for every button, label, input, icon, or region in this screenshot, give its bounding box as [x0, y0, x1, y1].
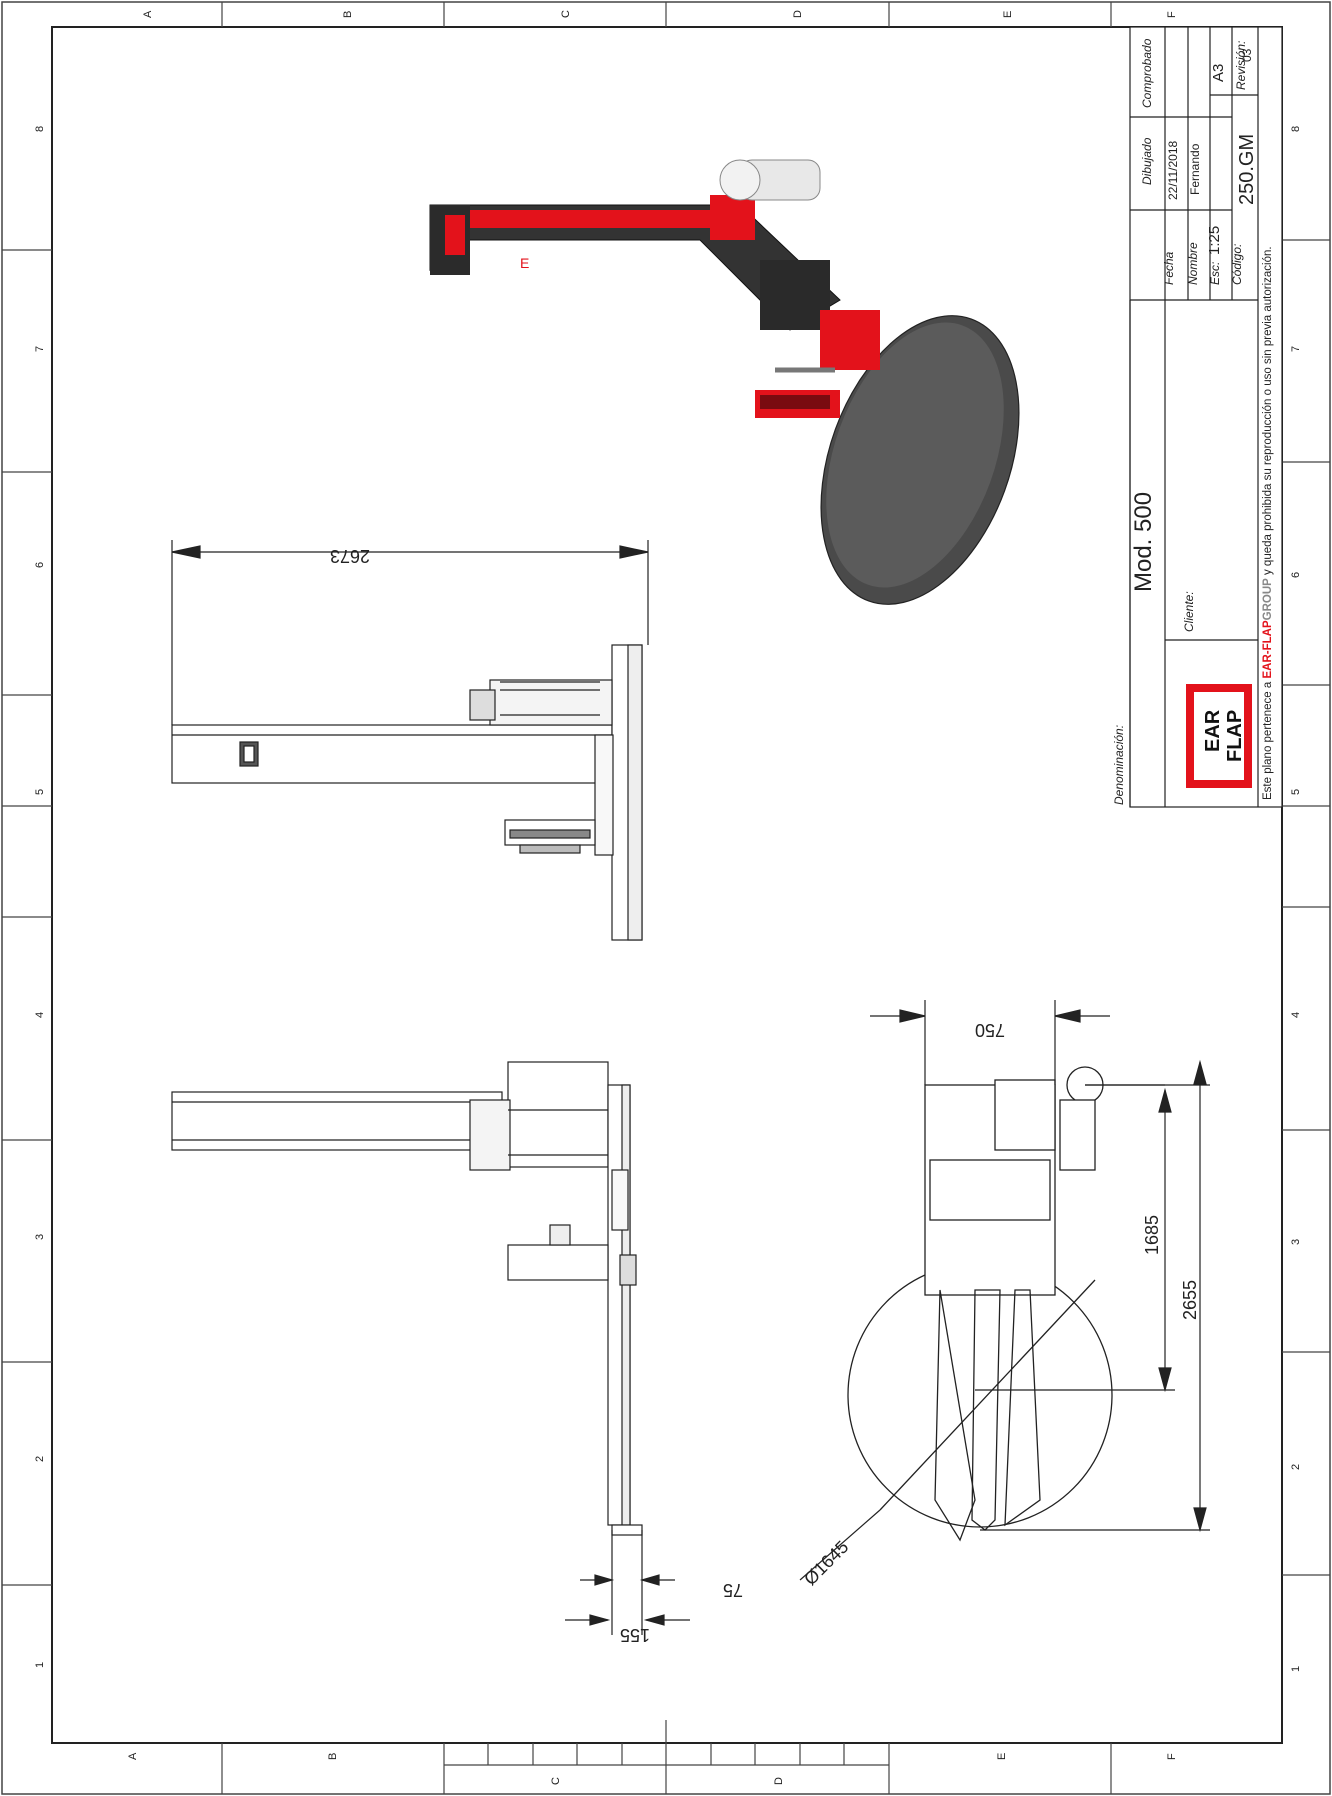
dimension-2673 [171, 540, 649, 725]
zone-number-2-right: 2 [1290, 1463, 1302, 1470]
nombre-label: Nombre [1186, 242, 1200, 285]
zone-letter-b-top: B [342, 10, 354, 18]
cliente-label: Cliente: [1182, 591, 1196, 632]
dim-label-1685: 1685 [1142, 1214, 1162, 1255]
escala-value: 1:25 [1206, 225, 1223, 255]
zone-number-8-right: 8 [1290, 125, 1302, 132]
zone-letter-f-top: F [1166, 11, 1178, 18]
logo-text-ear: EAR [1202, 709, 1224, 752]
zone-number-6-left: 6 [34, 561, 46, 568]
dim-label-155: 155 [619, 1625, 650, 1645]
paper-size: A3 [1210, 63, 1227, 82]
logo-text-flap: FLAP [1224, 709, 1246, 762]
side-view-upper [171, 644, 643, 941]
zone-number-4-right: 4 [1290, 1011, 1302, 1018]
plan-dimensions [799, 1000, 1210, 1581]
drawing-border [51, 26, 1283, 1744]
dibujado-label: Dibujado [1140, 137, 1154, 185]
zone-letter-d-bottom: D [773, 1777, 785, 1785]
isometric-view: E [429, 159, 1020, 605]
dim-label-2655: 2655 [1180, 1279, 1200, 1320]
fecha-label: Fecha [1162, 251, 1176, 285]
svg-text:E: E [520, 255, 529, 271]
footer-prefix: Este plano pertenece a [1262, 678, 1274, 800]
footer-brand-red: EAR-FLAP [1262, 620, 1274, 679]
dim-label-2673: 2673 [329, 546, 370, 566]
dim-label-75: 75 [722, 1580, 743, 1600]
model-name: Mod. 500 [1130, 491, 1157, 592]
escala-label: Esc: [1208, 261, 1222, 285]
zone-letter-e-top: E [1002, 10, 1014, 18]
zone-number-3-right: 3 [1290, 1238, 1302, 1245]
zone-letter-e-bottom: E [996, 1752, 1008, 1760]
zone-number-4-left: 4 [34, 1011, 46, 1018]
zone-number-6-right: 6 [1290, 571, 1302, 578]
plan-view [847, 1066, 1113, 1542]
zone-number-3-left: 3 [34, 1233, 46, 1240]
dimension-75-155 [565, 1530, 690, 1635]
zone-letter-f-bottom: F [1166, 1753, 1178, 1760]
zone-number-7-right: 7 [1290, 345, 1302, 352]
footer-brand-grey: GROUP [1262, 578, 1274, 621]
comprobado-label: Comprobado [1140, 38, 1154, 108]
codigo-value: 250.GM [1236, 133, 1258, 205]
zone-number-5-right: 5 [1290, 788, 1302, 795]
revision-value: 03 [1240, 48, 1254, 62]
zone-letter-c-bottom: C [550, 1777, 562, 1785]
zone-letter-a-top: A [142, 10, 154, 18]
zone-letter-c-top: C [560, 10, 572, 18]
footer-notice: Este plano pertenece a EAR-FLAPGROUP y q… [1262, 246, 1274, 800]
zone-letter-a-bottom: A [127, 1752, 139, 1760]
date-value: 22/11/2018 [1166, 140, 1180, 200]
zone-number-1-left: 1 [34, 1661, 46, 1668]
side-view-lower [171, 1061, 643, 1536]
zone-letter-d-top: D [792, 10, 804, 18]
title-block [1129, 26, 1283, 808]
zone-number-8-left: 8 [34, 125, 46, 132]
zone-number-5-left: 5 [34, 788, 46, 795]
zone-number-2-left: 2 [34, 1455, 46, 1462]
name-value: Fernando [1188, 143, 1202, 195]
zone-number-7-left: 7 [34, 345, 46, 352]
ear-flap-logo [1186, 684, 1252, 788]
zone-letter-b-bottom: B [327, 1752, 339, 1760]
denominacion-label: Denominación: [1112, 724, 1126, 805]
codigo-label: Código: [1230, 243, 1244, 285]
zone-number-1-right: 1 [1290, 1665, 1302, 1672]
footer-suffix: y queda prohibida su reproducción o uso … [1262, 246, 1274, 579]
dim-label-750: 750 [974, 1020, 1005, 1040]
